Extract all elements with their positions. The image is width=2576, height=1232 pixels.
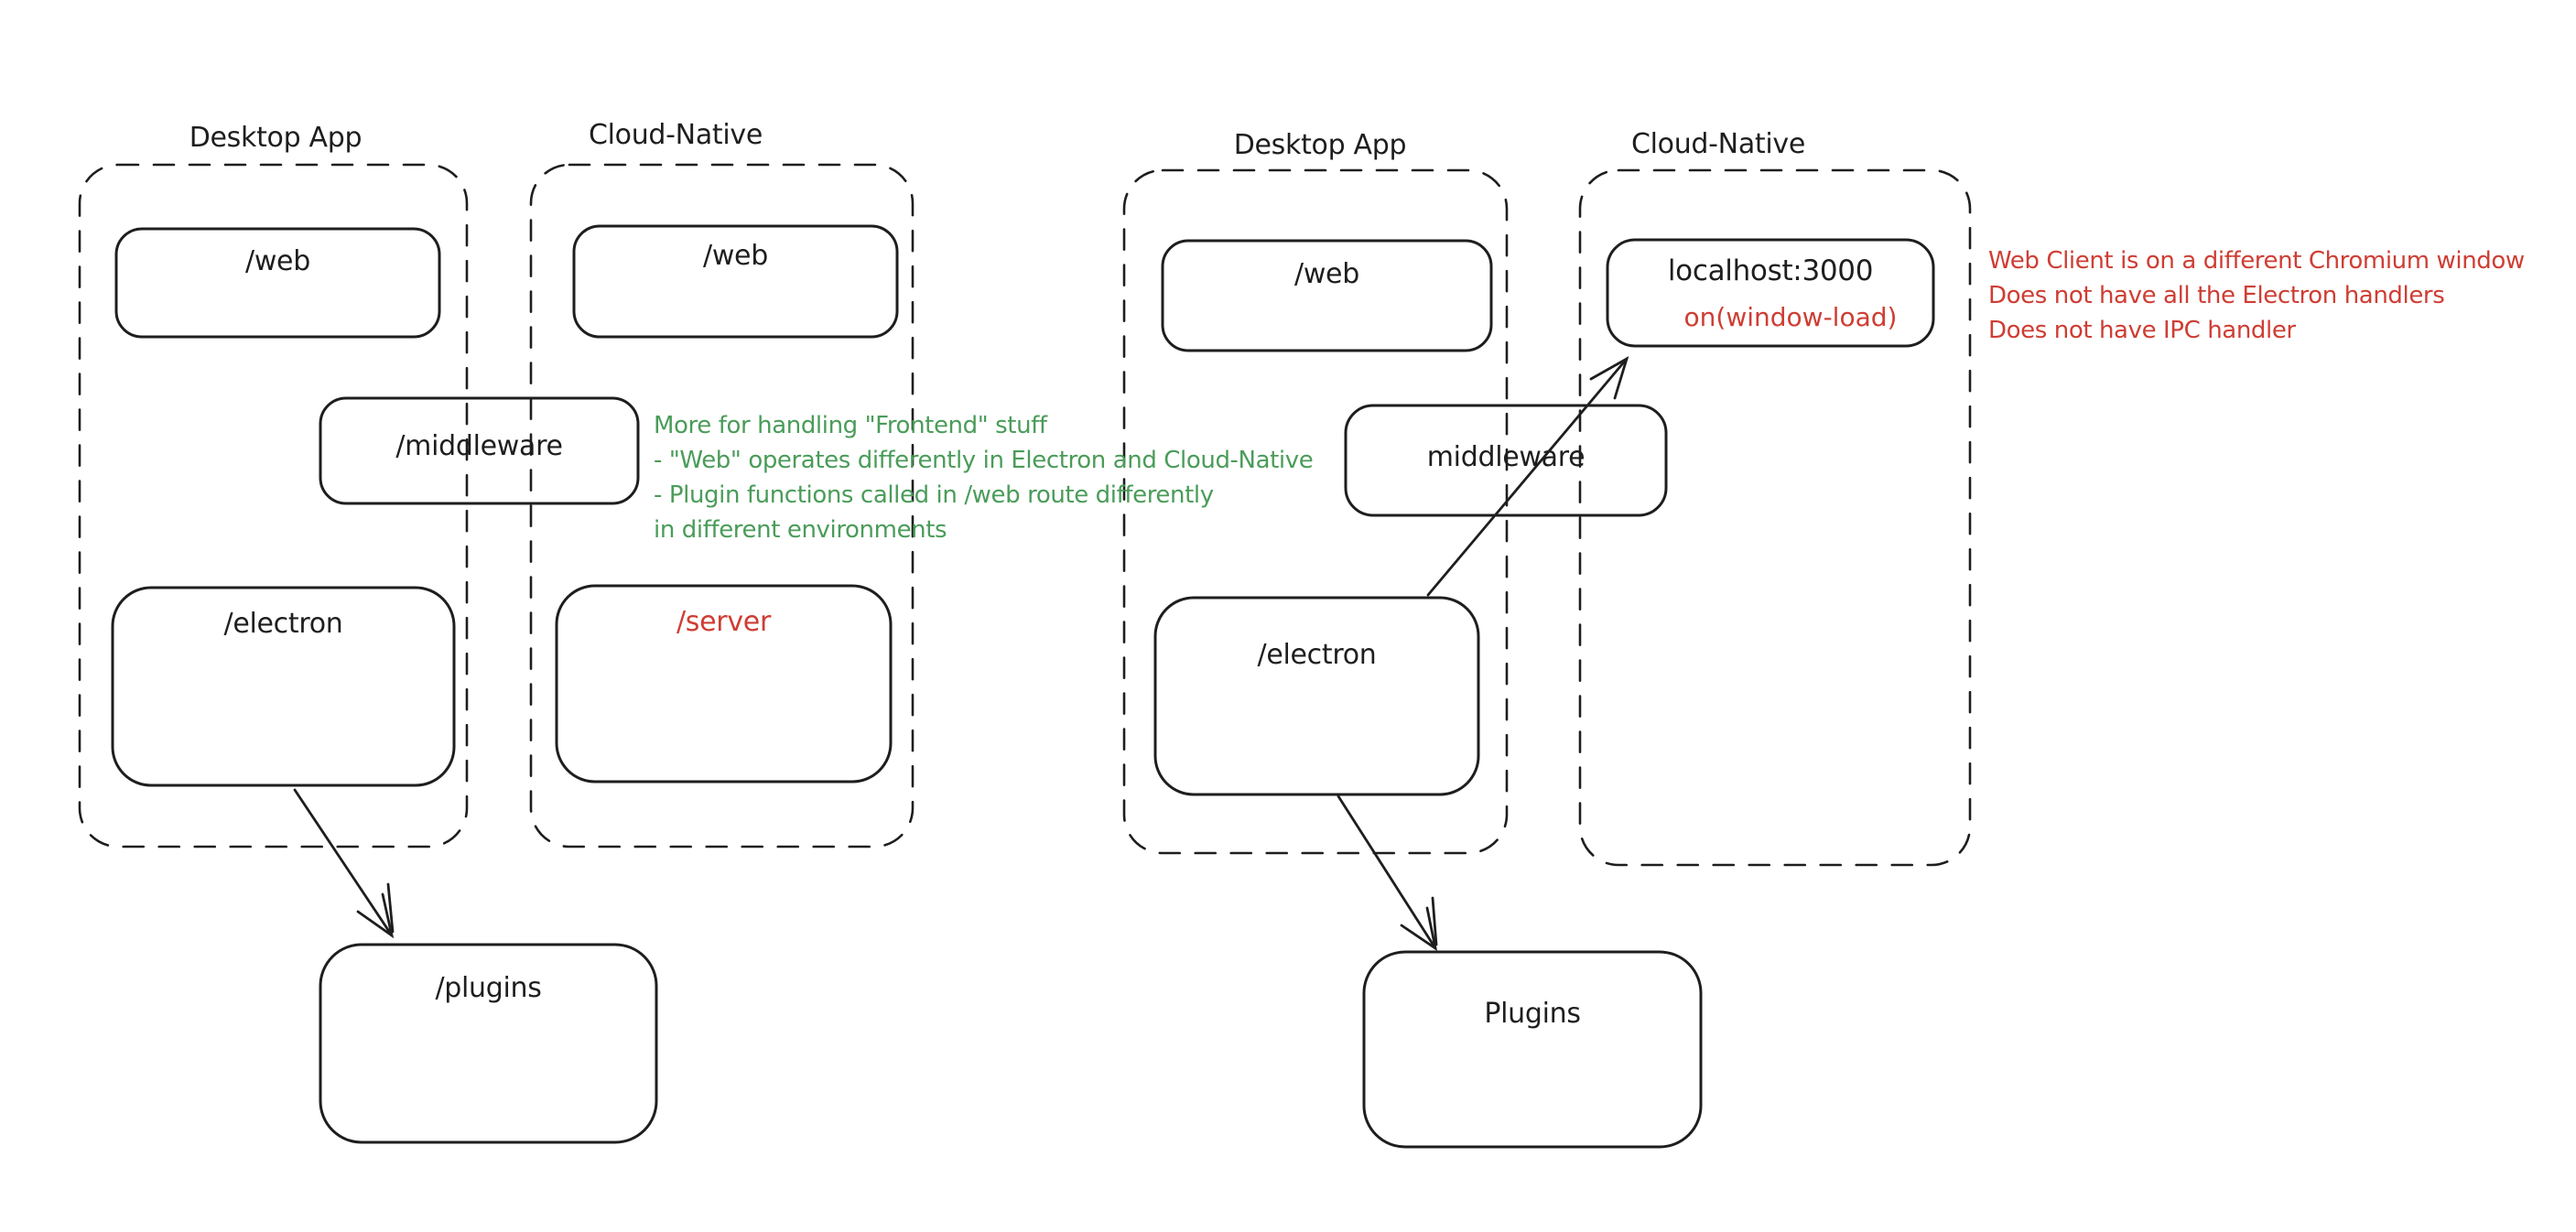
container-right-desktop-app [1122,168,1509,855]
note-line: in different environments [654,516,947,544]
box-server-outline [555,584,893,784]
note-line: - Plugin functions called in /web route … [654,481,1214,509]
label-web-left-desktop: /web [245,245,310,277]
title-right-desktop-app: Desktop App [1233,129,1407,161]
arrow-electron-to-plugins-right [1337,794,1438,952]
box-web-left-cloud-outline [572,224,899,339]
box-localhost-outline [1606,238,1935,348]
label-localhost: localhost:3000 [1667,254,1874,287]
note-line: - "Web" operates differently in Electron… [654,447,1314,474]
container-left-desktop-app [78,163,469,848]
note-line: Web Client is on a different Chromium wi… [1988,247,2525,275]
arrow-electron-to-plugins-left [293,788,395,939]
container-left-cloud-native [529,163,915,848]
note-line: Does not have IPC handler [1988,317,2296,344]
label-electron-right: /electron [1257,639,1377,671]
title-left-desktop-app: Desktop App [189,122,363,154]
label-web-right: /web [1294,258,1359,290]
note-frontend-green: More for handling "Frontend" stuff - "We… [654,408,1314,547]
box-plugins-right-outline [1362,950,1703,1149]
box-web-left-desktop-outline [114,227,441,339]
box-electron-left-outline [111,586,456,787]
title-right-cloud-native: Cloud-Native [1630,128,1806,160]
label-plugins-right: Plugins [1484,998,1581,1030]
box-middleware-right-outline [1344,404,1668,517]
container-right-cloud-native [1578,168,1972,867]
label-electron-left: /electron [223,608,343,640]
title-left-cloud-native: Cloud-Native [588,119,763,151]
label-on-window-load: on(window-load) [1683,302,1898,332]
label-plugins-left: /plugins [435,972,542,1004]
box-middleware-left-outline [319,396,640,505]
box-electron-right-outline [1153,596,1480,796]
arrow-electron-to-localhost [1426,356,1629,597]
label-web-left-cloud: /web [703,240,768,272]
label-server: /server [676,606,771,638]
label-middleware-left: /middleware [395,430,563,462]
box-plugins-left-outline [319,943,658,1144]
note-line: Does not have all the Electron handlers [1988,282,2445,309]
label-middleware-right: middleware [1426,441,1586,473]
box-web-right-outline [1161,239,1493,352]
note-web-client-red: Web Client is on a different Chromium wi… [1988,243,2525,348]
note-line: More for handling "Frontend" stuff [654,412,1047,439]
